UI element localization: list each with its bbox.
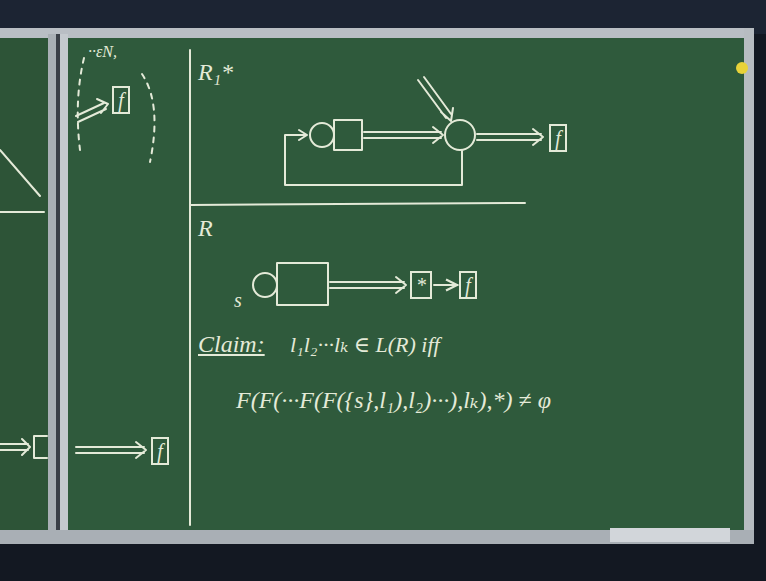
state-circle bbox=[445, 120, 475, 150]
board-frame-right bbox=[744, 28, 754, 544]
chalk-label: l₁l₂···lₖ ∈ L(R) iff bbox=[290, 332, 440, 358]
state-circle bbox=[310, 123, 334, 147]
state-box: f bbox=[549, 124, 567, 152]
chalk-drawing bbox=[0, 50, 543, 525]
chalk-label: ··εN, bbox=[88, 42, 117, 61]
double-arrow bbox=[418, 77, 453, 121]
double-arrow bbox=[477, 129, 543, 145]
dashed-curve bbox=[78, 58, 84, 150]
box-label: f bbox=[157, 439, 163, 463]
box-label: f bbox=[118, 88, 124, 112]
double-arrow bbox=[0, 439, 30, 455]
loop-arrow bbox=[285, 130, 462, 185]
left-board bbox=[0, 38, 48, 532]
chalk-label: R bbox=[198, 214, 213, 243]
eraser bbox=[610, 528, 730, 542]
state-box: * bbox=[410, 271, 432, 299]
box-label: * bbox=[416, 273, 426, 297]
chalk-label: R₁* bbox=[198, 58, 233, 87]
board-frame-strip bbox=[60, 34, 68, 544]
chalk-line bbox=[0, 150, 40, 196]
chalk-line bbox=[0, 211, 44, 213]
state-box: f bbox=[151, 437, 169, 465]
automaton-box bbox=[277, 263, 328, 305]
chalk-label: s bbox=[234, 288, 242, 312]
state-box: f bbox=[112, 86, 130, 114]
state-box: f bbox=[459, 271, 477, 299]
double-arrow bbox=[330, 277, 406, 293]
divider-line bbox=[189, 50, 191, 525]
box-label: f bbox=[465, 273, 471, 297]
partial-box bbox=[34, 436, 47, 458]
double-arrow bbox=[364, 127, 443, 143]
automaton-box bbox=[334, 120, 362, 150]
dashed-curve bbox=[142, 74, 155, 162]
chalk-label: Claim: bbox=[198, 330, 265, 359]
box-label: f bbox=[555, 126, 561, 150]
divider-line bbox=[190, 203, 525, 205]
board-frame-top bbox=[0, 28, 754, 38]
start-circle bbox=[253, 273, 277, 297]
double-arrow bbox=[76, 442, 146, 458]
chalk-label: F(F(···F(F({s},l₁),l₂)···),lₖ),*) ≠ φ bbox=[236, 386, 551, 415]
right-board bbox=[68, 38, 744, 532]
double-arrow bbox=[76, 99, 108, 122]
arrow-connector bbox=[434, 284, 457, 286]
board-gap bbox=[56, 34, 60, 544]
board-frame-strip bbox=[48, 34, 56, 544]
magnet bbox=[736, 62, 748, 74]
